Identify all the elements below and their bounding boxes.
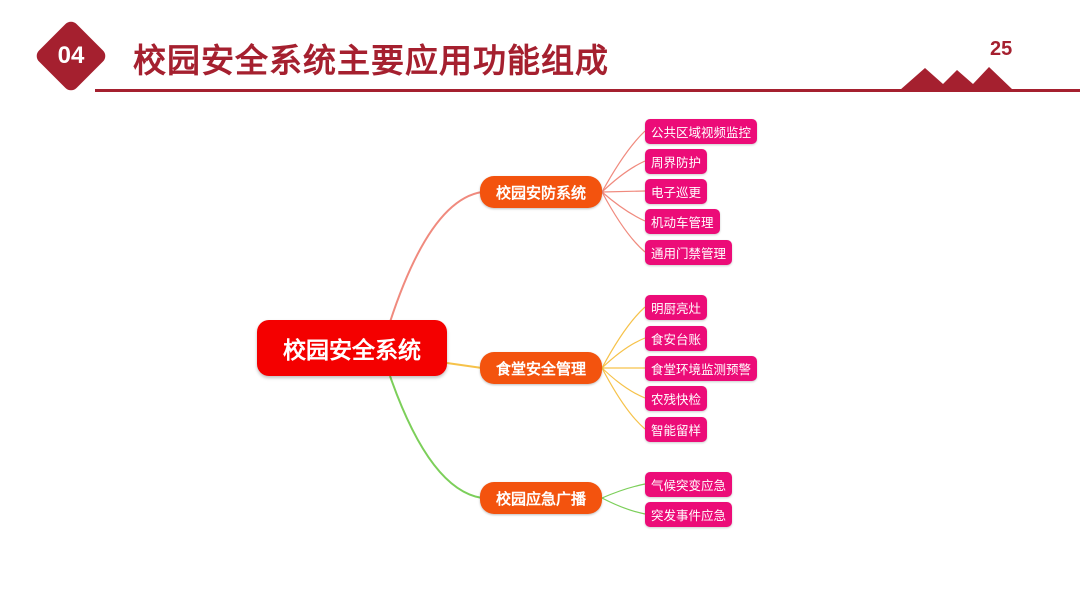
connector-food-leaves xyxy=(601,306,646,430)
leaf-item: 突发事件应急 xyxy=(645,502,733,527)
branch-security: 校园安防系统 xyxy=(480,176,602,208)
connector-root-food xyxy=(446,362,483,369)
leaf-item: 机动车管理 xyxy=(645,209,720,234)
leaf-item: 食堂环境监测预警 xyxy=(645,356,758,381)
leaf-item: 通用门禁管理 xyxy=(645,240,733,265)
title-underline xyxy=(95,89,1080,92)
section-number: 04 xyxy=(57,42,85,69)
connector-security-leaves xyxy=(601,130,646,253)
page-number: 25 xyxy=(990,38,1013,60)
leaf-item: 农残快检 xyxy=(645,386,708,411)
connector-root-broadcast xyxy=(389,375,483,499)
leaf-item: 智能留样 xyxy=(645,417,708,442)
leaf-item: 气候突变应急 xyxy=(645,472,733,497)
branch-food-safety: 食堂安全管理 xyxy=(480,352,602,384)
connector-broadcast-leaves xyxy=(601,483,646,515)
page-title: 校园安全系统主要应用功能组成 xyxy=(133,41,609,80)
connector-root-security xyxy=(389,191,483,323)
leaf-item: 周界防护 xyxy=(645,149,708,174)
leaf-item: 电子巡更 xyxy=(645,179,708,204)
leaf-item: 明厨亮灶 xyxy=(645,295,708,320)
branch-emergency-broadcast: 校园应急广播 xyxy=(480,482,602,514)
mountain-decoration-icon xyxy=(900,67,1013,90)
leaf-item: 食安台账 xyxy=(645,326,708,351)
leaf-item: 公共区域视频监控 xyxy=(645,119,758,144)
root-node: 校园安全系统 xyxy=(257,320,447,376)
